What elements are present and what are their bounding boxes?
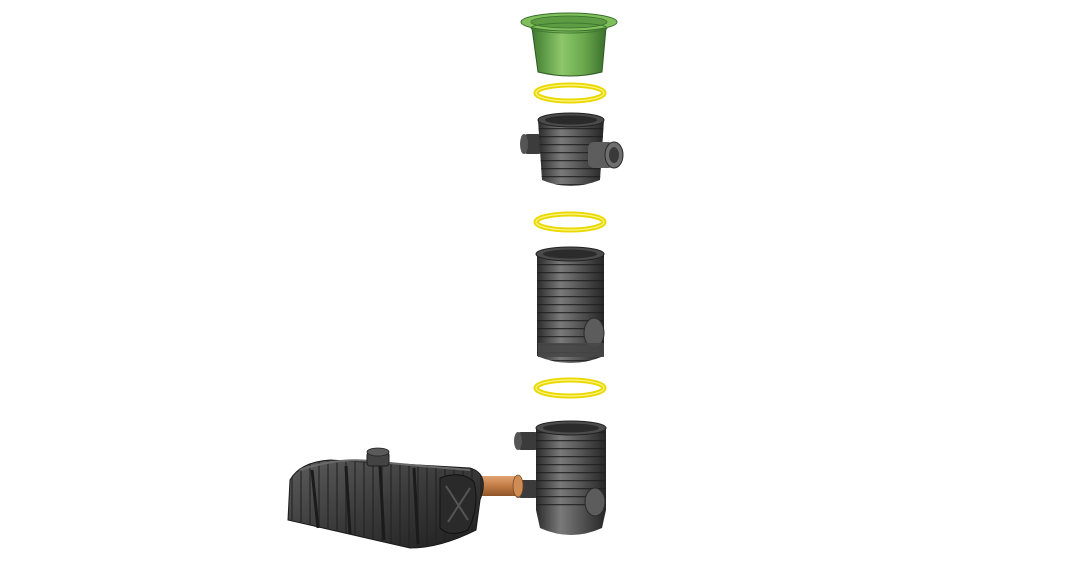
green-lid (520, 12, 618, 77)
base-chamber-section (514, 420, 607, 535)
inlet-chamber-section (520, 112, 624, 186)
extension-riser (535, 246, 605, 363)
seal-ring-1 (533, 82, 607, 104)
seal-ring-3 (533, 377, 607, 399)
infiltration-tunnel-tank (287, 447, 484, 549)
seal-ring-2 (533, 211, 607, 233)
